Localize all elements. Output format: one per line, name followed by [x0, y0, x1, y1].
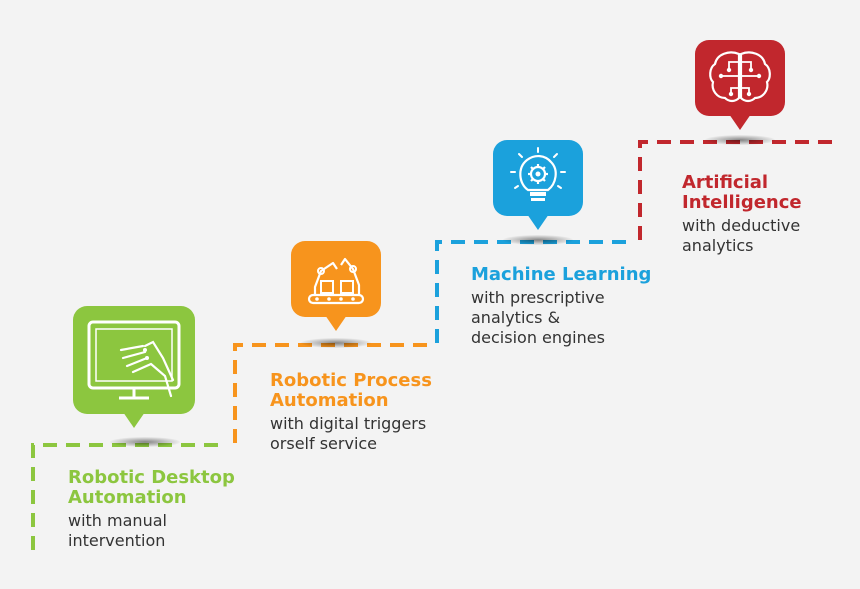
step-robotic-desktop: Robotic Desktop Automation with manual i… [68, 468, 235, 551]
pin-artificial-intelligence [695, 40, 785, 140]
step-title: Intelligence [682, 192, 802, 213]
step-description: analytics [682, 236, 754, 255]
circuit-brain-icon [709, 51, 771, 103]
step-title: Automation [270, 390, 389, 411]
gear-lightbulb-icon [510, 147, 566, 201]
robot-arms-conveyor-icon [307, 257, 365, 305]
step-description: intervention [68, 531, 166, 550]
pin-robotic-desktop [73, 306, 195, 446]
pin-robotic-process [291, 241, 381, 341]
monitor-robot-hand-icon [87, 320, 181, 400]
pin-shadow [301, 338, 371, 348]
step-robotic-process: Robotic Process Automation with digital … [270, 371, 432, 454]
step-description: with prescriptive [471, 288, 605, 307]
step-description: orself service [270, 434, 378, 453]
step-description: with manual [68, 511, 167, 530]
step-line-blue [435, 240, 632, 343]
pin-machine-learning [493, 140, 583, 240]
step-title: Machine Learning [471, 264, 652, 285]
pin-shadow [705, 135, 775, 145]
step-title: Robotic Process [270, 370, 432, 391]
pin-shadow [503, 235, 573, 245]
step-line-orange [233, 343, 430, 443]
step-description: with digital triggers [270, 414, 427, 433]
step-description: with deductive [682, 216, 801, 235]
step-description: analytics & [471, 308, 561, 327]
step-line-green [31, 443, 225, 550]
step-description: decision engines [471, 328, 605, 347]
step-title: Artificial [682, 172, 769, 193]
step-title: Robotic Desktop [68, 467, 235, 488]
step-title: Automation [68, 487, 187, 508]
step-machine-learning: Machine Learning with prescriptive analy… [471, 265, 651, 348]
pin-shadow [110, 437, 180, 447]
step-artificial-intelligence: Artificial Intelligence with deductive a… [682, 173, 802, 256]
step-line-red [638, 140, 840, 240]
